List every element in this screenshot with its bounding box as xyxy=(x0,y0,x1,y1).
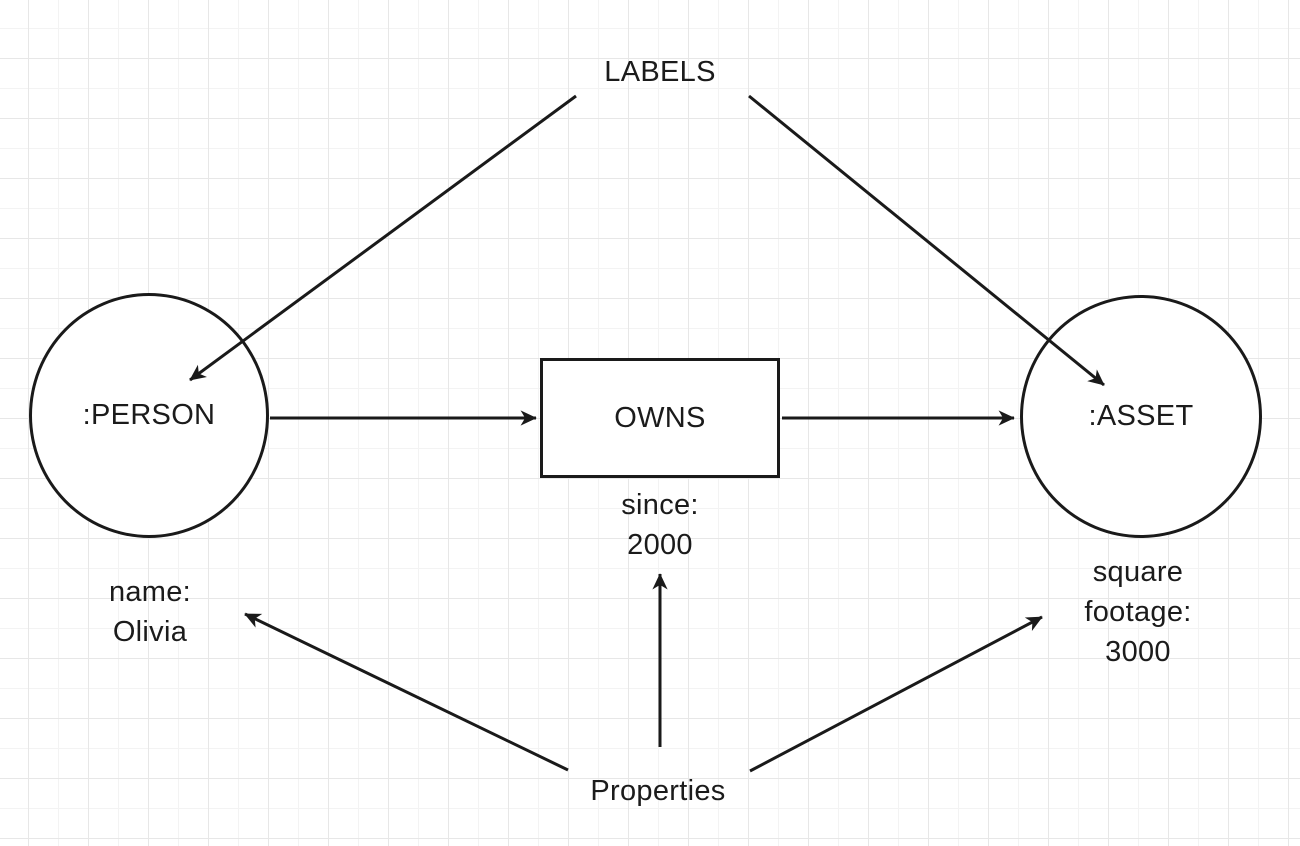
asset-property-text[interactable]: square footage: 3000 xyxy=(1084,556,1192,668)
owns-relationship-node[interactable]: OWNS xyxy=(540,358,780,478)
person-node[interactable]: :PERSON xyxy=(29,293,269,538)
asset-node[interactable]: :ASSET xyxy=(1020,295,1262,538)
owns-node-label: OWNS xyxy=(614,401,706,434)
labels-annotation-text[interactable]: LABELS xyxy=(604,56,716,88)
person-node-label: :PERSON xyxy=(82,399,216,431)
labels-to-person-arrow[interactable] xyxy=(189,94,577,382)
properties-to-sqft-arrow[interactable] xyxy=(749,615,1043,773)
owns-property-text[interactable]: since: 2000 xyxy=(621,489,699,561)
asset-node-label: :ASSET xyxy=(1088,400,1194,432)
person-property-text[interactable]: name: Olivia xyxy=(108,576,192,648)
properties-to-name-arrow[interactable] xyxy=(244,612,569,772)
labels-to-asset-arrow[interactable] xyxy=(748,94,1105,387)
properties-annotation-text[interactable]: Properties xyxy=(590,775,726,807)
